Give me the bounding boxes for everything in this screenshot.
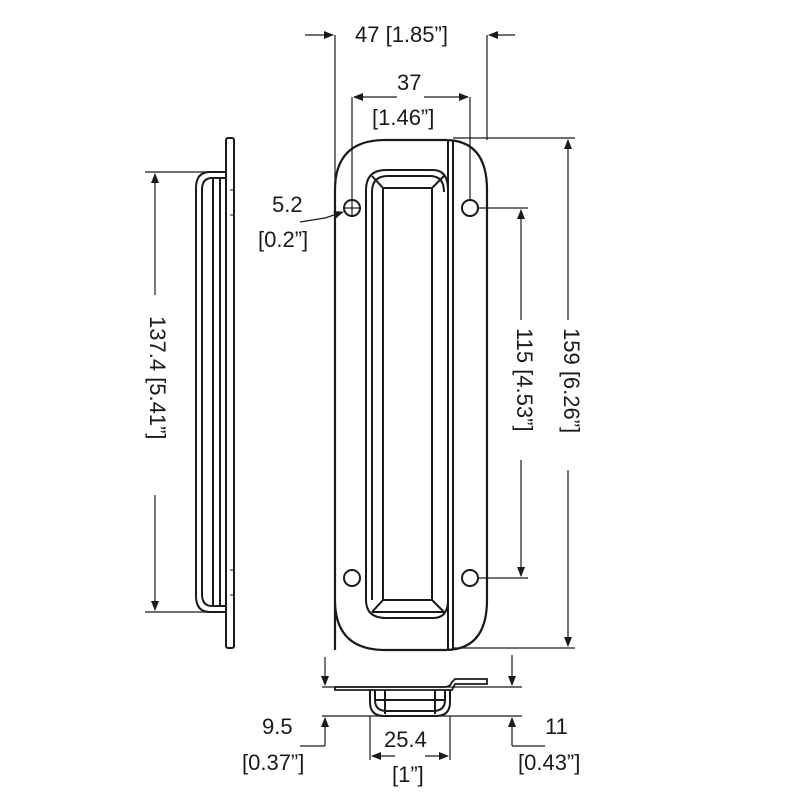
total-depth-mm-label: 11 [545, 714, 568, 739]
inner-width-inch-label: [1.46”] [372, 105, 435, 130]
side-view [195, 137, 235, 649]
hole-diameter-inch-label: [0.2”] [258, 227, 309, 252]
total-depth-inch-label: [0.43”] [518, 750, 581, 775]
hole-spacing-label: 115 [4.53”] [512, 328, 537, 432]
overall-height-label: 159 [6.26”] [559, 328, 584, 434]
front-view [333, 138, 489, 652]
bottom-view [334, 678, 488, 717]
inner-width-mm-label: 37 [397, 70, 422, 95]
recess-width-mm-label: 25.4 [384, 727, 427, 752]
recess-width-inch-label: [1”] [392, 762, 424, 787]
recess-depth-inch-label: [0.37”] [242, 750, 305, 775]
hole-diameter-mm-label: 5.2 [272, 192, 303, 217]
dimension-lines [145, 31, 575, 760]
recess-depth-mm-label: 9.5 [262, 714, 293, 739]
overall-width-label: 47 [1.85”] [355, 22, 448, 47]
recess-length-label: 137.4 [5.41”] [145, 316, 170, 440]
